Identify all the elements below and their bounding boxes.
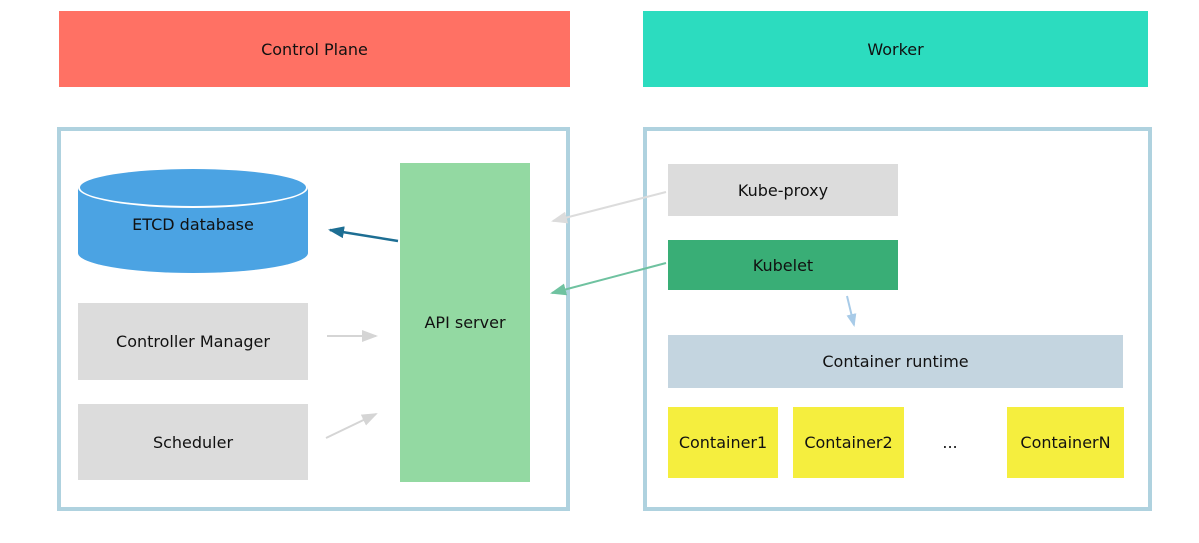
worker-header: Worker <box>643 11 1148 87</box>
control-plane-header-label: Control Plane <box>261 39 368 59</box>
control-plane-header: Control Plane <box>59 11 570 87</box>
scheduler-node: Scheduler <box>78 404 308 480</box>
container-n-label: ContainerN <box>1020 433 1111 452</box>
api-server-node: API server <box>400 163 530 482</box>
container-2-node: Container2 <box>793 407 904 478</box>
kube-proxy-label: Kube-proxy <box>737 180 829 200</box>
etcd-database-node: ETCD database <box>78 167 308 273</box>
etcd-cylinder-top <box>78 167 308 208</box>
etcd-database-label: ETCD database <box>132 215 254 234</box>
container-1-label: Container1 <box>678 433 768 452</box>
container-runtime-label: Container runtime <box>822 352 969 371</box>
controller-manager-node: Controller Manager <box>78 303 308 380</box>
containers-ellipsis-label: ... <box>942 433 958 452</box>
container-2-label: Container2 <box>804 433 893 452</box>
kube-proxy-node: Kube-proxy <box>668 164 898 216</box>
api-server-label: API server <box>424 313 506 332</box>
worker-header-label: Worker <box>867 39 924 59</box>
kubelet-label: Kubelet <box>752 255 814 275</box>
container-runtime-node: Container runtime <box>668 335 1123 388</box>
scheduler-label: Scheduler <box>152 432 234 452</box>
container-1-node: Container1 <box>668 407 778 478</box>
container-n-node: ContainerN <box>1007 407 1124 478</box>
kubelet-node: Kubelet <box>668 240 898 290</box>
containers-ellipsis: ... <box>920 407 980 478</box>
controller-manager-label: Controller Manager <box>116 332 270 351</box>
